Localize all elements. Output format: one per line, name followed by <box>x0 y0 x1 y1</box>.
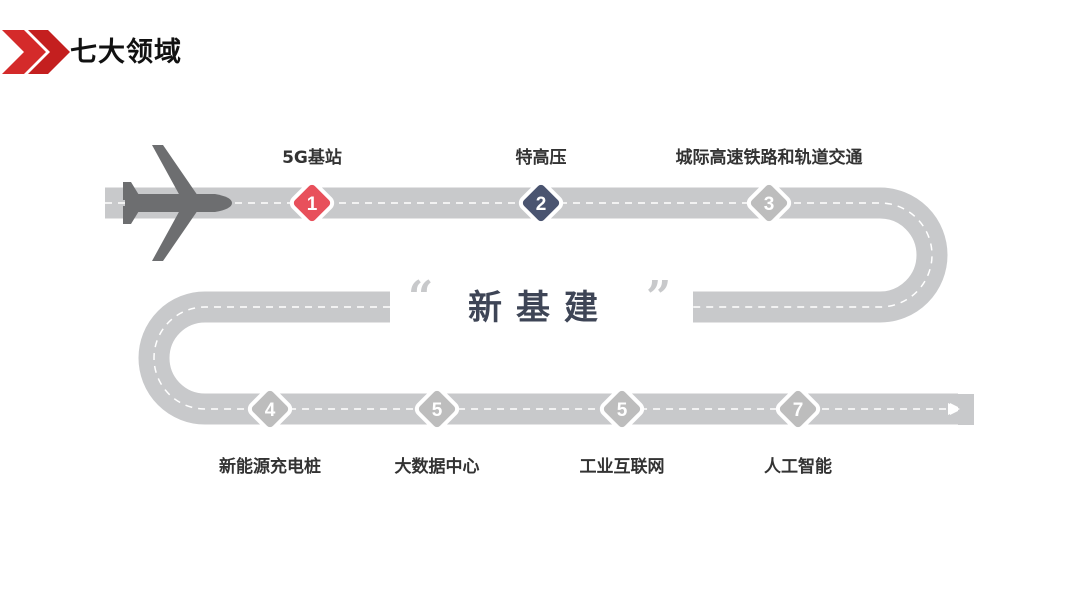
step-number: 4 <box>265 400 276 421</box>
step-label: 人工智能 <box>764 457 832 477</box>
chevron-icon <box>2 30 70 74</box>
step-number: 1 <box>307 194 318 215</box>
center-title: 新基建 <box>468 288 612 328</box>
step-diamond <box>414 386 460 432</box>
step-diamond <box>746 180 792 226</box>
step-label: 工业互联网 <box>579 457 665 477</box>
step-marker: 4 <box>247 386 293 432</box>
step-number: 3 <box>764 194 775 215</box>
step-label: 新能源充电桩 <box>219 457 321 477</box>
step-marker: 5 <box>599 386 645 432</box>
step-marker: 7 <box>775 386 821 432</box>
step-number: 7 <box>793 400 804 421</box>
step-diamond <box>247 386 293 432</box>
step-label: 特高压 <box>515 148 567 168</box>
page-title: 七大领域 <box>70 37 182 68</box>
step-diamond <box>599 386 645 432</box>
step-marker: 2 <box>518 180 564 226</box>
step-diamond <box>289 180 335 226</box>
open-quote: “ <box>408 272 434 323</box>
step-marker: 5 <box>414 386 460 432</box>
close-quote: ” <box>646 272 672 323</box>
step-label: 5G基站 <box>282 148 342 168</box>
step-diamond <box>775 386 821 432</box>
step-diamond <box>518 180 564 226</box>
step-marker: 1 <box>289 180 335 226</box>
step-number: 2 <box>536 194 547 215</box>
step-marker: 3 <box>746 180 792 226</box>
step-label: 城际高速铁路和轨道交通 <box>675 148 863 168</box>
step-label: 大数据中心 <box>394 457 480 477</box>
step-number: 5 <box>432 400 443 421</box>
airplane-icon <box>123 145 232 261</box>
step-number: 5 <box>617 400 628 421</box>
road-center-line <box>105 202 950 410</box>
